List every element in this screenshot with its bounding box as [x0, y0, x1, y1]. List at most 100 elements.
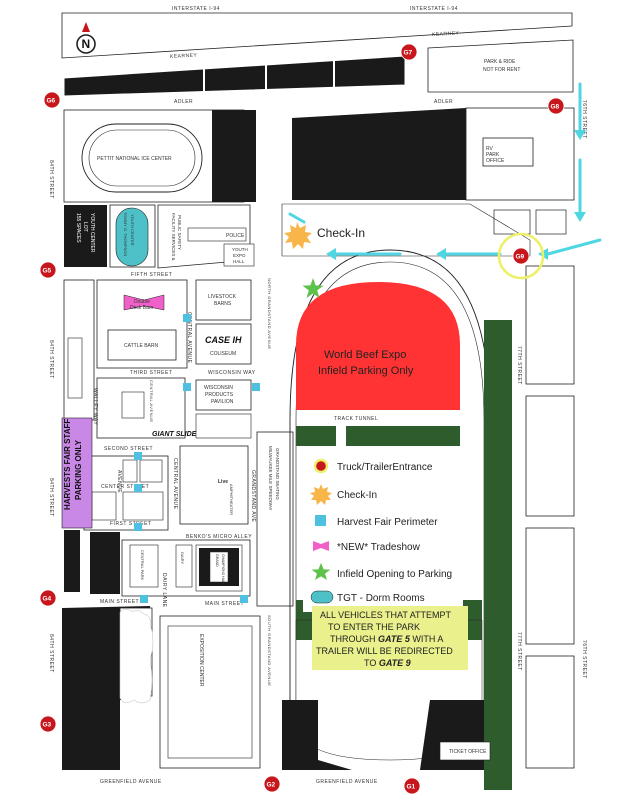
park-and-ride-lot: [427, 39, 574, 93]
world-beef-expo-parking: [296, 282, 460, 410]
double-deck-label-1: Double: [134, 299, 150, 305]
legend-label-tradeshow: *NEW* Tradeshow: [337, 542, 421, 553]
street-interstate-right: INTERSTATE I-94: [410, 6, 458, 12]
check-in-sunburst-icon: [284, 222, 312, 249]
rv-label-1: RV: [486, 146, 494, 152]
livestock-label-1: LIVESTOCK: [208, 294, 237, 300]
street-77th-bottom: 77TH STREET: [516, 632, 522, 671]
street-wisconsin-way: WISCONSIN WAY: [208, 370, 256, 376]
street-walley-way: WALLEY WAY: [92, 388, 98, 425]
infield-grass-1: [296, 426, 336, 446]
gate-g6[interactable]: G6: [43, 91, 61, 109]
infield-grass-east: [484, 320, 512, 790]
gate-g5[interactable]: G5: [39, 261, 57, 279]
note-line-4: TRAILER WILL BE REDIRECTED: [316, 646, 453, 656]
gate-g4[interactable]: G4: [39, 589, 57, 607]
pettit-label: PETTIT NATIONAL ICE CENTER: [97, 156, 172, 162]
legend-cyan-square-icon: [315, 515, 326, 526]
svg-text:G3: G3: [43, 722, 52, 729]
street-84th-top: 84TH STREET: [48, 160, 54, 199]
youth-center-label: YOUTH CENTER: [89, 213, 95, 253]
staff-parking-label-1: HARVESTS FAIR STAFF: [63, 419, 72, 510]
tgt-dorm-pill: [115, 207, 149, 267]
legend-label-truck: Truck/TrailerEntrance: [337, 462, 433, 473]
youth-spaces-label: 155 SPACES: [75, 213, 81, 243]
legend-green-star-icon: [311, 563, 331, 580]
case-ih-logo: CASE IH: [205, 335, 242, 345]
street-76th-bottom: 76TH STREET: [581, 640, 587, 679]
pettit-black-block: [212, 110, 256, 202]
street-76th-top: 76TH STREET: [581, 100, 587, 139]
parking-label-1: World Beef Expo: [324, 349, 406, 361]
west-black-lot-2: [90, 532, 120, 594]
police-building: [187, 227, 247, 242]
street-84th-bottom: 84TH STREET: [48, 634, 54, 673]
svg-text:G4: G4: [43, 596, 52, 603]
central-park-label: CENTRAL PARK: [140, 550, 145, 581]
redirect-note: [312, 606, 468, 670]
ticket-office-label: TICKET OFFICE: [449, 749, 487, 755]
dairy-building: [175, 544, 193, 588]
street-greenfield-right: GREENFIELD AVENUE: [316, 779, 378, 785]
street-central-avenue-2: CENTRAL AVENUE: [149, 380, 154, 423]
truck-entrance-ring: [497, 232, 545, 280]
street-dairy-lane: DAIRY LANE: [161, 573, 167, 608]
svg-text:G6: G6: [47, 98, 56, 105]
expo-hall-label-1: YOUTH: [232, 247, 248, 252]
note-line-3: THROUGH GATE 5 WITH A: [330, 634, 443, 644]
svg-text:G2: G2: [267, 782, 276, 789]
west-black-lot-1: [64, 530, 80, 592]
harvest-fair-perimeter: [134, 314, 260, 603]
svg-text:N: N: [82, 37, 91, 51]
gate-g9[interactable]: G9: [512, 247, 530, 265]
svg-text:G5: G5: [43, 268, 52, 275]
legend-sunburst-icon: [310, 484, 332, 505]
north-parking-strip: [63, 55, 406, 97]
street-77th-top: 77TH STREET: [516, 346, 522, 385]
north-compass-icon: N: [76, 22, 96, 54]
east-black-lot: [292, 108, 466, 200]
grand-champ-label-2: CHAMPIONS HALL: [221, 554, 225, 585]
not-for-rent-label: NOT FOR RENT: [483, 67, 520, 73]
note-line-1: ALL VEHICLES THAT ATTEMPT: [320, 610, 452, 620]
legend-item-truck: Truck/TrailerEntrance: [313, 458, 433, 474]
svg-text:G8: G8: [551, 104, 560, 111]
livestock-label-2: BARNS: [214, 301, 232, 307]
note-line-2: TO ENTER THE PARK: [328, 622, 420, 632]
staff-parking-label-2: PARKING ONLY: [74, 439, 83, 500]
wpp-label-3: PAVILION: [211, 399, 234, 405]
amphitheater-label: AMPHITHEATER: [229, 484, 234, 515]
southeast-black-lot: [282, 700, 352, 770]
legend-label-dorm: TGT - Dorm Rooms: [337, 593, 425, 604]
check-in-label: Check-In: [317, 226, 365, 240]
infield-opening-star-icon: [302, 278, 324, 298]
legend-box: [303, 448, 463, 612]
rv-label-3: OFFICE: [486, 158, 505, 164]
exposition-center-label-2: EXPOSITION CENTER: [198, 634, 204, 687]
dairy-label: DAIRY: [180, 552, 185, 564]
legend-item-perimeter: Harvest Fair Perimeter: [315, 515, 438, 528]
agri-village-building: [121, 391, 145, 419]
street-adler-right: ADLER: [434, 99, 453, 105]
street-n-grandstand: NORTH GRANDSTAND AVENUE: [267, 278, 272, 350]
gate-g8[interactable]: G8: [547, 97, 565, 115]
gate-g7[interactable]: G7: [400, 43, 418, 61]
street-agri-avenue: AVENUE: [116, 470, 122, 493]
street-first: FIRST STREET: [110, 521, 151, 527]
street-track-tunnel: TRACK TUNNEL: [334, 416, 378, 422]
street-adler-left: ADLER: [174, 99, 193, 105]
gate-g3[interactable]: G3: [39, 715, 57, 733]
wpp-label-1: WISCONSIN: [204, 385, 233, 391]
gate-g2[interactable]: G2: [263, 775, 281, 793]
youth-center-lot: [64, 205, 107, 267]
grandstand-seating: [256, 431, 294, 607]
gate-g1[interactable]: G1: [403, 777, 421, 795]
park-ride-label: PARK & RIDE: [484, 59, 516, 65]
double-deck-label-2: Deck Barn: [130, 305, 154, 311]
youth-expo-hall: [223, 243, 255, 267]
route-arrows: [288, 82, 602, 256]
expo-hall-label-3: HALL: [233, 259, 245, 264]
police-label: POLICE: [226, 233, 245, 239]
street-main-left: MAIN STREET: [100, 599, 139, 605]
